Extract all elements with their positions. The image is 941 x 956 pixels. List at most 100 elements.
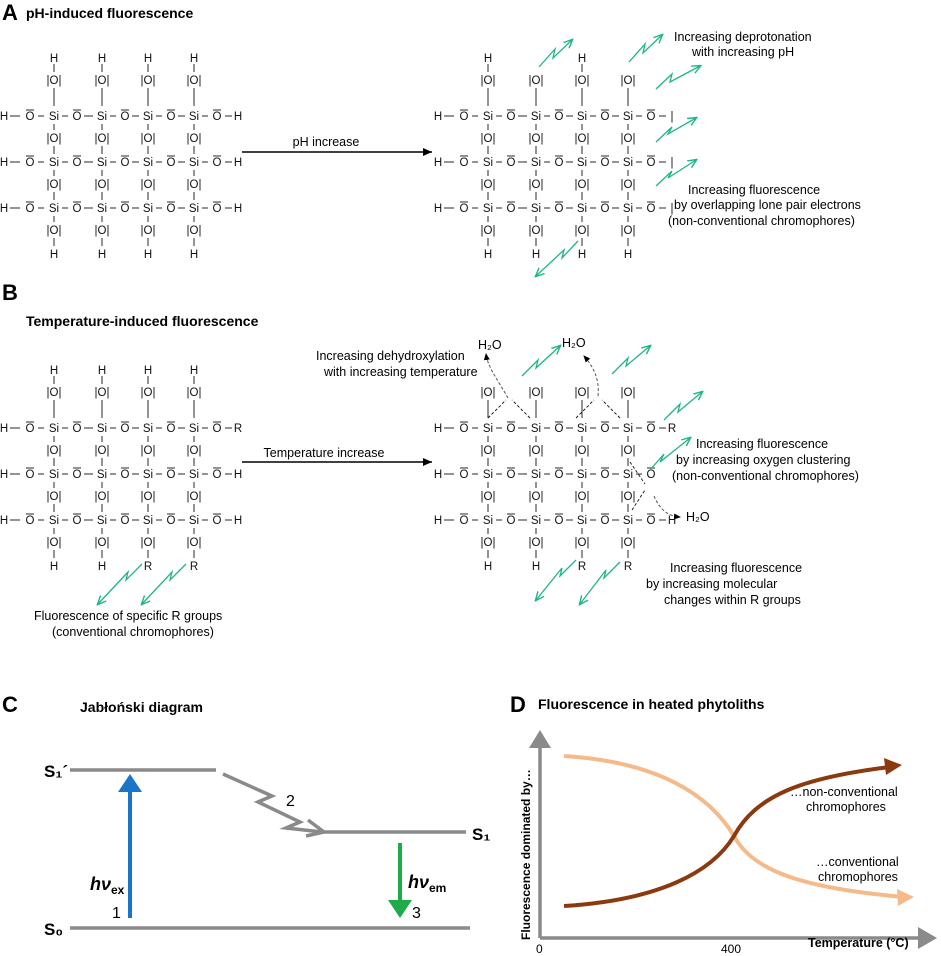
hv-ex-label: hν — [90, 874, 111, 894]
conventional-label-line1: …conventional — [816, 855, 899, 869]
atom-label: Si — [49, 515, 59, 527]
atom-label: Si — [143, 111, 153, 123]
atom-label: |O| — [187, 133, 202, 145]
atom-label: Si — [97, 111, 107, 123]
atom-label: O — [647, 157, 656, 169]
atom-label: H — [434, 111, 442, 123]
atom-label: H — [50, 561, 58, 573]
photon-arrow — [580, 561, 621, 604]
atom-label: |O| — [575, 537, 590, 549]
atom-label: |O| — [481, 537, 496, 549]
atom-label: H — [578, 249, 586, 261]
atom-label: O — [213, 515, 222, 527]
atom-label: H — [234, 515, 242, 527]
atom-label: Si — [577, 203, 587, 215]
hv-ex-subscript: ex — [111, 883, 125, 897]
atom-label: |O| — [47, 491, 62, 503]
atom-label: |O| — [621, 179, 636, 191]
atom-label: Si — [189, 111, 199, 123]
atom-label: |O| — [187, 75, 202, 87]
photon-arrow — [538, 40, 572, 68]
atom-label: O — [601, 469, 610, 481]
atom-label: |O| — [95, 445, 110, 457]
atom-label: O — [460, 111, 469, 123]
water-release-arrow — [653, 495, 681, 520]
atom-label: Si — [49, 469, 59, 481]
atom-label: |O| — [529, 445, 544, 457]
atom-label: Si — [97, 157, 107, 169]
emission-photon-arrows-b — [98, 346, 702, 604]
atom-label: O — [601, 203, 610, 215]
photon-arrow — [628, 35, 662, 63]
atom-label: Si — [189, 515, 199, 527]
atom-label: H — [50, 53, 58, 65]
atom-label: |O| — [141, 179, 156, 191]
water-release-arrow — [583, 355, 599, 397]
water-label-1: H₂O — [478, 338, 502, 352]
atom-label: Si — [577, 515, 587, 527]
atom-label: H — [234, 111, 242, 123]
atom-label: O — [121, 203, 130, 215]
atom-label: H — [668, 515, 676, 527]
atom-label: H — [434, 469, 442, 481]
atom-label: O — [647, 111, 656, 123]
atom-label: O — [647, 423, 656, 435]
atom-label: Si — [623, 515, 633, 527]
vibrational-relaxation-arrow — [222, 772, 323, 834]
atom-label: H — [190, 249, 198, 261]
atom-label: H — [190, 365, 198, 377]
atom-label: |O| — [481, 179, 496, 191]
atom-label: H — [532, 249, 540, 261]
non-conventional-chromophores-curve — [563, 765, 891, 908]
atom-label: O — [73, 111, 82, 123]
x-tick-400: 400 — [721, 942, 741, 956]
atom-label: H — [434, 423, 442, 435]
atom-label: H — [190, 53, 198, 65]
atom-label: O — [73, 469, 82, 481]
photon-arrow — [142, 563, 187, 604]
atom-label: |O| — [575, 75, 590, 87]
atom-label: Si — [49, 203, 59, 215]
atom-label: O — [555, 423, 564, 435]
atom-label: O — [121, 469, 130, 481]
atom-label: |O| — [529, 225, 544, 237]
x-axis-label: Temperature (°C) — [808, 936, 909, 950]
atom-label: O — [121, 111, 130, 123]
panel-c-title: Jabłoński diagram — [80, 699, 203, 715]
atom-label: H — [484, 561, 492, 573]
atom-label: |O| — [621, 491, 636, 503]
atom-label: Si — [483, 111, 493, 123]
atom-label: Si — [577, 157, 587, 169]
photon-arrow — [663, 392, 702, 421]
atom-label: H — [0, 157, 8, 169]
atom-label: Si — [531, 423, 541, 435]
s1-prime-label: S₁´ — [44, 762, 68, 781]
r-group-note-line3: changes within R groups — [664, 593, 801, 607]
panel-b-letter: B — [2, 280, 18, 305]
atom-label: |O| — [529, 387, 544, 399]
atom-label: |O| — [187, 225, 202, 237]
deprotonation-note-line1: Increasing deprotonation — [674, 30, 812, 44]
step-3-label: 3 — [412, 905, 421, 922]
atom-label: O — [460, 423, 469, 435]
hv-em-subscript: em — [429, 881, 446, 895]
temperature-increase-label: Temperature increase — [264, 446, 385, 460]
atom-label: H — [234, 469, 242, 481]
atom-label: O — [460, 203, 469, 215]
atom-label: Si — [49, 157, 59, 169]
atom-label: O — [213, 469, 222, 481]
atom-label: H — [98, 561, 106, 573]
water-label-2: H₂O — [562, 336, 586, 350]
atom-label: O — [167, 111, 176, 123]
atom-label: Si — [143, 515, 153, 527]
atom-label: |O| — [95, 387, 110, 399]
atom-label: | — [671, 157, 674, 169]
atom-label: H — [484, 53, 492, 65]
atom-label: H — [98, 249, 106, 261]
atom-label: H — [98, 53, 106, 65]
oxygen-note-line3: (non-conventional chromophores) — [672, 469, 859, 483]
atom-label: H — [50, 365, 58, 377]
photon-arrow — [655, 160, 696, 187]
atom-label: Si — [623, 203, 633, 215]
